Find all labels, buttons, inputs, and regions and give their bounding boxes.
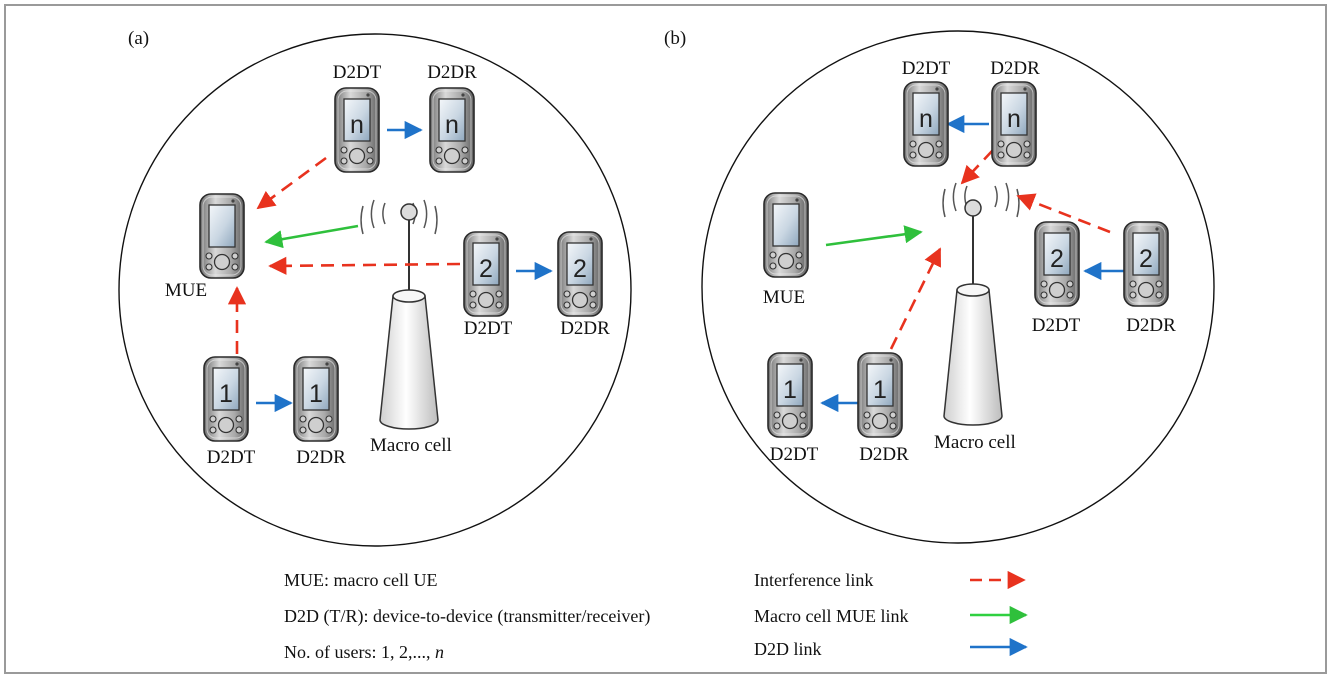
cell-boundary-a [118,33,632,547]
phone-label: D2DT [464,318,513,339]
panel-a-label: (a) [128,28,149,49]
phone-label: D2DT [333,62,382,83]
mue-link-b [825,225,923,247]
phone-b-d2dr-2: 2 [1123,221,1169,307]
mue-link-a [264,224,359,249]
note-d2d: D2D (T/R): device-to-device (transmitter… [284,606,650,627]
phone-number: 1 [219,380,233,408]
phone-number: 2 [479,255,493,283]
cell-boundary-b [701,30,1215,544]
phone-number: n [445,111,459,139]
phone-label: D2DT [1032,315,1081,336]
phone-a-d2dt-n: n [334,87,380,173]
phone-a-d2dt-1: 1 [203,356,249,442]
legend-interference-label: Interference link [754,570,873,590]
phone-label: D2DT [902,58,951,79]
phone-number: n [1007,105,1021,133]
phone-number: 1 [873,376,887,404]
phone-number: n [919,105,933,133]
phone-b-d2dr-n: n [991,81,1037,167]
panel-a: (a) Macro cell n D2DT [118,28,632,547]
phone-number: n [350,111,364,139]
phone-number: 1 [309,380,323,408]
tower-label-b: Macro cell [934,432,1016,453]
phone-number: 2 [1139,245,1153,273]
interference-link-a-n [256,156,327,210]
panel-b: (b) Macro cell n D2DT [664,28,1215,544]
phone-label: D2DR [1126,315,1176,336]
phone-b-d2dr-1: 1 [857,352,903,438]
panel-b-label: (b) [664,28,686,49]
note-mue: MUE: macro cell UE [284,570,437,590]
phone-label: D2DR [560,318,610,339]
phone-label: D2DR [859,444,909,465]
note-users-var: n [435,642,444,662]
macro-cell-tower-b [942,182,1020,426]
notes: MUE: macro cell UE D2D (T/R): device-to-… [284,570,650,662]
phone-number: 2 [1050,245,1064,273]
legend: Interference link Macro cell MUE link D2… [754,570,1028,659]
phone-b-d2dt-1: 1 [767,352,813,438]
phone-label: D2DR [296,447,346,468]
phone-b-mue [763,192,809,278]
interference-link-a-2 [268,256,461,275]
legend-d2d-link-label: D2D link [754,639,822,659]
phone-label: MUE [165,280,207,301]
figure-frame [4,4,1327,674]
tower-label-a: Macro cell [370,435,452,456]
phone-label: MUE [763,287,805,308]
phone-number: 2 [573,255,587,283]
note-users-prefix: No. of users: 1, 2,..., [284,642,435,662]
macro-cell-tower-a [360,199,439,430]
phone-b-d2dt-2: 2 [1034,221,1080,307]
interference-link-b-1 [889,247,942,350]
phone-a-d2dr-n: n [429,87,475,173]
phone-b-d2dt-n: n [903,81,949,167]
interference-link-b-2 [1016,193,1111,234]
interference-link-b-n [960,149,994,185]
phone-label: D2DT [770,444,819,465]
phone-a-d2dr-1: 1 [293,356,339,442]
note-users: No. of users: 1, 2,..., n [284,642,444,662]
phone-a-d2dt-2: 2 [463,231,509,317]
phone-a-d2dr-2: 2 [557,231,603,317]
phone-label: D2DR [427,62,477,83]
phone-number: 1 [783,376,797,404]
legend-mue-link-label: Macro cell MUE link [754,606,908,626]
phone-a-mue [199,193,245,279]
phone-label: D2DT [207,447,256,468]
phone-label: D2DR [990,58,1040,79]
